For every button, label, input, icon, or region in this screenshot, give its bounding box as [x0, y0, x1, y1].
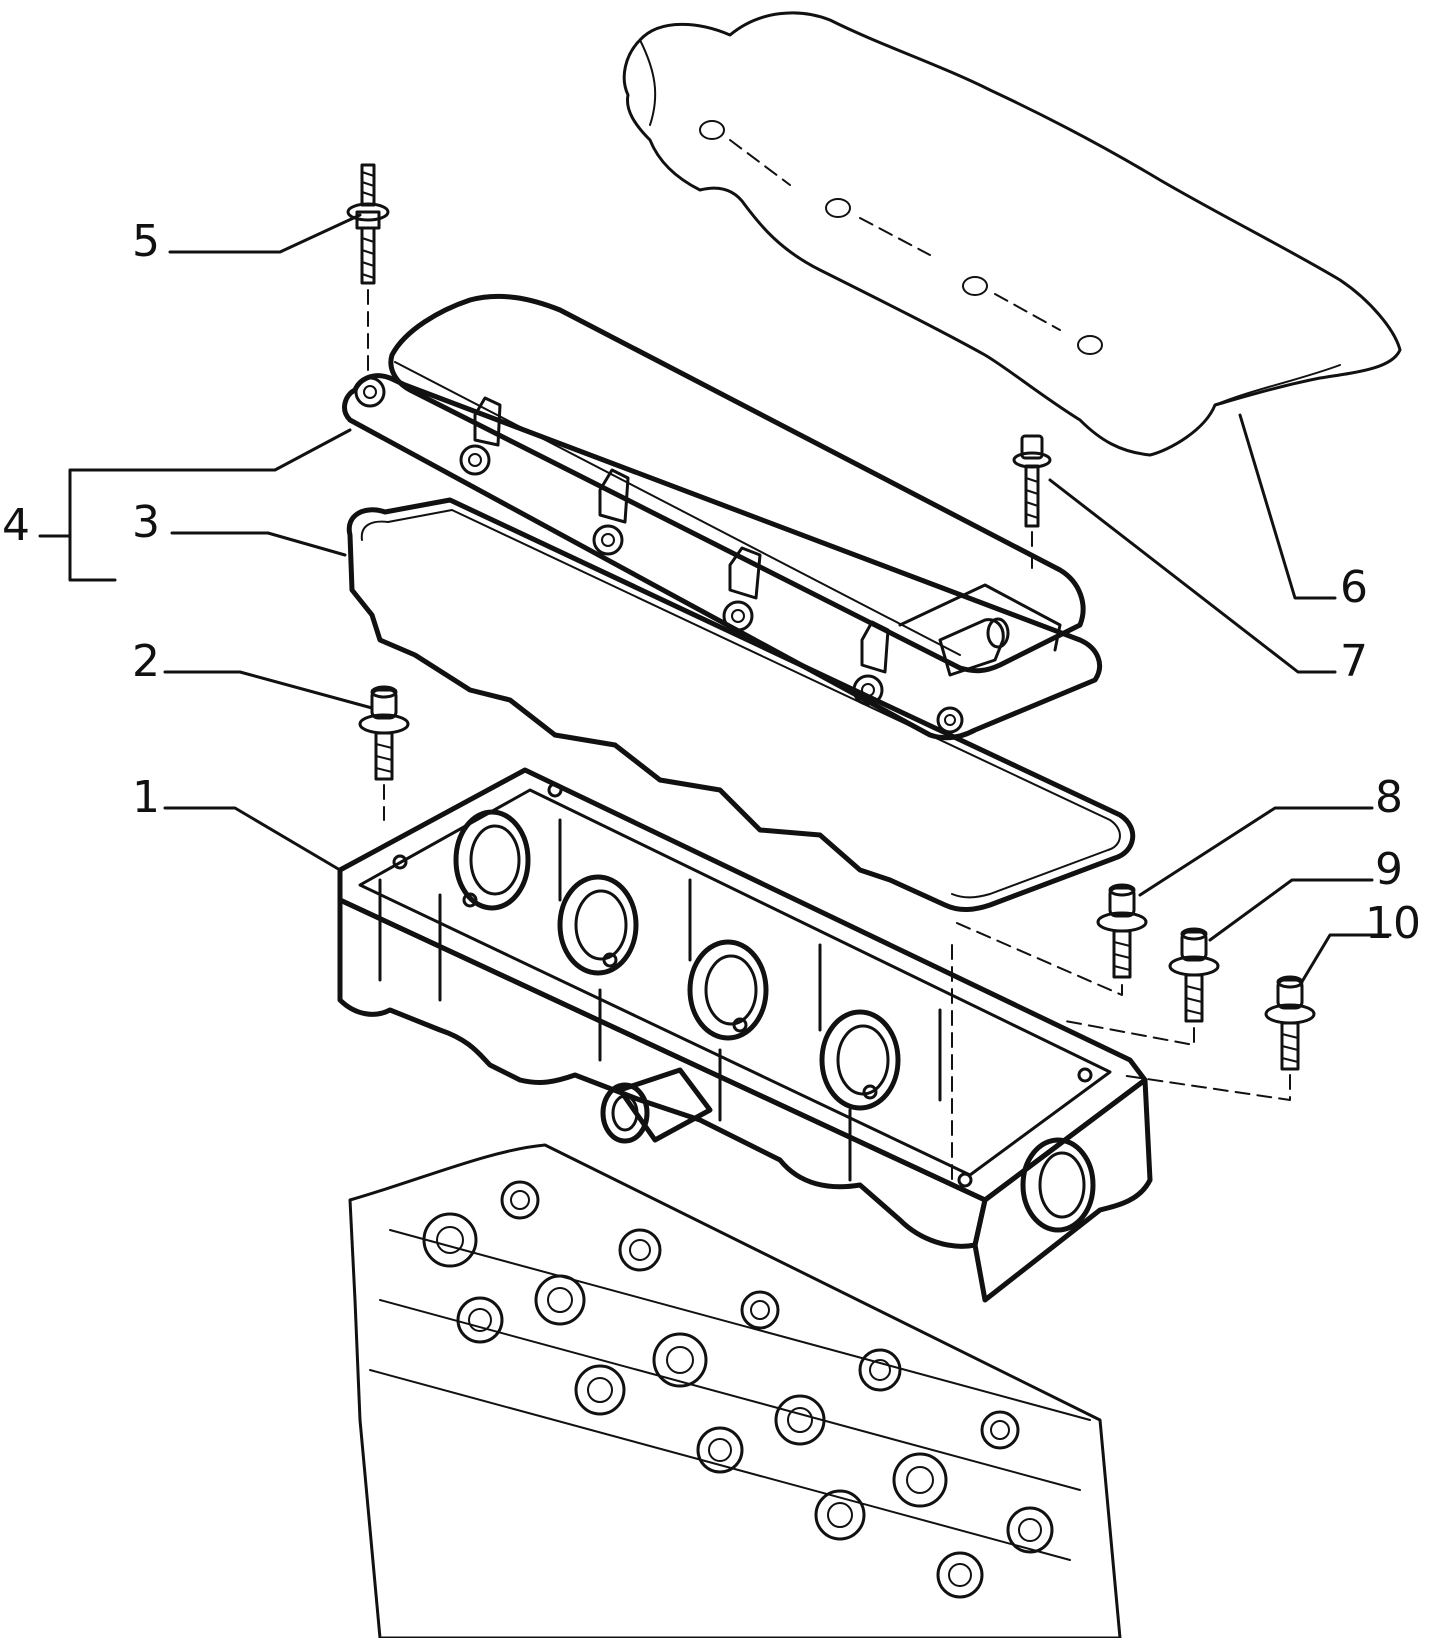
callout-10: 10 [1365, 898, 1421, 949]
rocker-cover-icon [342, 293, 1102, 741]
stud-bolt-icon [346, 163, 390, 373]
cover-gasket-icon [346, 497, 1136, 912]
flange-bolt-icon [358, 685, 410, 821]
heat-shield-icon [622, 11, 1402, 457]
callout-3: 3 [132, 497, 160, 548]
flange-bolt-icon [1059, 927, 1220, 1046]
flange-bolt-icon [949, 883, 1148, 996]
callout-5: 5 [132, 216, 160, 267]
callout-6: 6 [1340, 562, 1368, 613]
flange-bolt-icon [1119, 975, 1316, 1101]
leader-lines [38, 213, 1392, 987]
callout-1: 1 [132, 772, 160, 823]
callout-8: 8 [1375, 772, 1403, 823]
camshaft-carrier-icon [337, 767, 1153, 1303]
cylinder-head-icon [348, 1143, 1122, 1638]
callout-9: 9 [1375, 844, 1403, 895]
callout-2: 2 [132, 636, 160, 687]
callout-4: 4 [2, 500, 30, 551]
callout-7: 7 [1340, 636, 1368, 687]
flange-bolt-icon [1012, 434, 1052, 571]
